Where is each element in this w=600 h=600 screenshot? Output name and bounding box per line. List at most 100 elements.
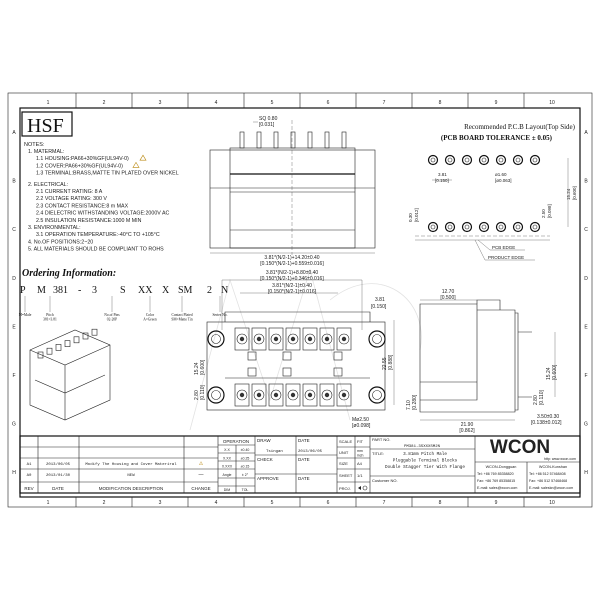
- table-text: Fax: +86 512 57468468: [529, 479, 567, 483]
- company-url: http: www.wcon.com: [544, 457, 576, 461]
- warning-icon: [139, 154, 147, 161]
- pcb-hole-inner: [515, 224, 521, 230]
- dim-label: [0.110]: [539, 389, 545, 405]
- column-label: 6: [327, 500, 330, 506]
- row-label: H: [12, 470, 16, 476]
- note-line: 3.1 OPERATION TEMPERATURE:-40°C TO +105°…: [36, 232, 160, 238]
- terminal-cell: [251, 383, 267, 407]
- dim-label: [ø0.063]: [495, 178, 512, 183]
- pcb-tolerance: (PCB BOARD TOLERANCE ± 0.05): [441, 134, 553, 142]
- dim-label: 3.81: [438, 172, 447, 177]
- table-text: WCON-Dongguan: [486, 465, 517, 469]
- screw: [253, 389, 265, 401]
- screw-center: [290, 336, 296, 342]
- screw-center: [273, 392, 279, 398]
- code-label: M=Male: [19, 313, 32, 317]
- note-line: 2.3 CONTACT RESISTANCE:8 m MAX: [36, 203, 129, 209]
- screw: [287, 333, 299, 345]
- row-label: E: [12, 324, 16, 330]
- dim-label: [0.098]: [547, 204, 552, 218]
- terminal-cell: [268, 327, 284, 351]
- row-label: B: [12, 179, 16, 185]
- title-line: 3.81mm Pitch Male: [403, 452, 447, 457]
- pcb-edge-label: PCB EDGE: [492, 245, 515, 250]
- note-line: 3. ENVIRONMENTAL:: [28, 225, 81, 231]
- terminal-cell: [319, 383, 335, 407]
- table-text: 2013/06/05: [298, 449, 323, 454]
- iso-slot: [82, 332, 89, 340]
- pcb-layout: Recommended P.C.B Layout(Top Side) (PCB …: [408, 123, 577, 261]
- row-label: B: [584, 179, 588, 185]
- pcb-hole-inner: [464, 157, 470, 163]
- code-label: Contact Plated: [171, 313, 192, 317]
- rev-cell: A1: [27, 463, 32, 467]
- dim-label: 15.24: [566, 188, 571, 200]
- pcb-hole-inner: [430, 224, 436, 230]
- pcb-hole-inner: [481, 224, 487, 230]
- terminal-cell: [319, 327, 335, 351]
- column-label: 5: [271, 500, 274, 506]
- rev-date: 2013/06/05: [46, 462, 71, 467]
- row-label: F: [12, 373, 15, 379]
- column-label: 2: [103, 100, 106, 106]
- screw-center: [307, 336, 313, 342]
- flange-hole-inner: [372, 334, 382, 344]
- note-line: 4. No.OF POSITIONS:2~20: [28, 239, 93, 245]
- column-label: 5: [271, 100, 274, 106]
- code-segment: S: [120, 285, 126, 296]
- pcb-hole-inner: [447, 157, 453, 163]
- flange-hole-inner: [211, 334, 221, 344]
- terminal-cell: [285, 327, 301, 351]
- dim-label: 3.50±0.30: [537, 414, 559, 420]
- screw: [304, 333, 316, 345]
- screw: [270, 333, 282, 345]
- dim-label: 15.24: [546, 367, 552, 380]
- note-line: 2.1 CURRENT RATING: 8 A: [36, 189, 103, 195]
- code-label: Series No.: [213, 313, 228, 317]
- terminal-cell: [234, 327, 250, 351]
- pcb-hole: [444, 221, 456, 233]
- table-text: Tsingan: [266, 449, 283, 454]
- note-line: 2. ELECTRICAL:: [28, 182, 68, 188]
- column-label: 8: [439, 100, 442, 106]
- dim-label: 2.80: [194, 390, 200, 400]
- column-label: 4: [215, 500, 218, 506]
- dim-label: 2.50: [541, 209, 546, 218]
- screw: [304, 389, 316, 401]
- column-label: 10: [549, 100, 555, 106]
- dim-label: [0.888]: [388, 354, 394, 370]
- pcb-hole: [427, 221, 439, 233]
- row-label: C: [12, 227, 16, 233]
- screw: [287, 389, 299, 401]
- table-text: TITLE:: [372, 451, 384, 456]
- pcb-hole: [427, 154, 439, 166]
- flange-hole-inner: [372, 390, 382, 400]
- bottom-view: 3.81*(N/2-1)+8.80±0.40 [0.150*(N/2-1)+0.…: [194, 270, 395, 429]
- code-segment: 3: [92, 285, 97, 296]
- column-label: 7: [383, 500, 386, 506]
- rev-change: —: [199, 472, 204, 478]
- title-line: Pluggable Terminal Blocks: [393, 459, 458, 464]
- column-label: 9: [495, 100, 498, 106]
- table-text: X.X: [224, 448, 230, 452]
- screw-center: [256, 392, 262, 398]
- product-edge-label: PRODUCT EDGE: [488, 255, 524, 260]
- dim-label: 21.90: [461, 422, 474, 428]
- table-text: SHEET: [339, 473, 353, 478]
- row-label: E: [584, 324, 588, 330]
- table-text: Tel: +86 512 57468408: [529, 472, 566, 476]
- iso-slot: [91, 328, 98, 336]
- code-label: SM=Matte Tin: [171, 318, 193, 322]
- pin: [256, 131, 262, 149]
- dim-label: [0.150]: [371, 304, 387, 310]
- screw-center: [341, 392, 347, 398]
- code-label: 02-20P: [107, 318, 117, 322]
- dim-label: ø1.60: [495, 172, 507, 177]
- table-text: SIZE: [339, 461, 348, 466]
- screw: [321, 389, 333, 401]
- note-line: 5. ALL MATERIALS SHOULD BE COMPLIANT TO …: [28, 247, 164, 253]
- dim-label: 2.80: [533, 395, 539, 405]
- table-text: APPROVE: [257, 476, 279, 481]
